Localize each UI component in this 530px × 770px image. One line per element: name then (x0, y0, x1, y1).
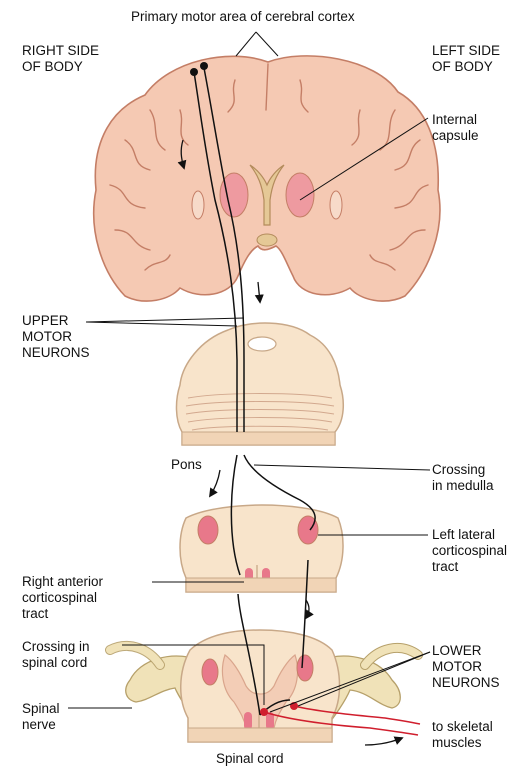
lower-motor-neurons-label: LOWER MOTOR NEURONS (432, 643, 500, 691)
right-side-label: RIGHT SIDE OF BODY (22, 43, 99, 75)
internal-capsule-label: Internal capsule (432, 112, 479, 144)
right-anterior-tract-label: Right anterior corticospinal tract (22, 574, 103, 622)
to-skeletal-muscles-label: to skeletal muscles (432, 719, 493, 751)
spinal-cord-label: Spinal cord (216, 751, 284, 767)
title-label: Primary motor area of cerebral cortex (131, 9, 355, 25)
upper-motor-neurons-label: UPPER MOTOR NEURONS (22, 313, 90, 361)
lower-neuron-cell-body-1 (260, 708, 268, 716)
spinal-nerve-label: Spinal nerve (22, 701, 60, 733)
left-lateral-tract-label: Left lateral corticospinal tract (432, 527, 507, 575)
crossing-medulla-label: Crossing in medulla (432, 462, 494, 494)
basal-nucleus-left (286, 173, 314, 217)
upper-neuron-cell-body-2 (200, 62, 208, 70)
brain-coronal-section (94, 56, 440, 301)
medulla (180, 505, 343, 592)
crossing-spinal-cord-label: Crossing in spinal cord (22, 639, 90, 671)
left-side-label: LEFT SIDE OF BODY (432, 43, 500, 75)
upper-neuron-cell-body-1 (190, 68, 198, 76)
pons (176, 323, 343, 445)
pons-label: Pons (171, 457, 202, 473)
